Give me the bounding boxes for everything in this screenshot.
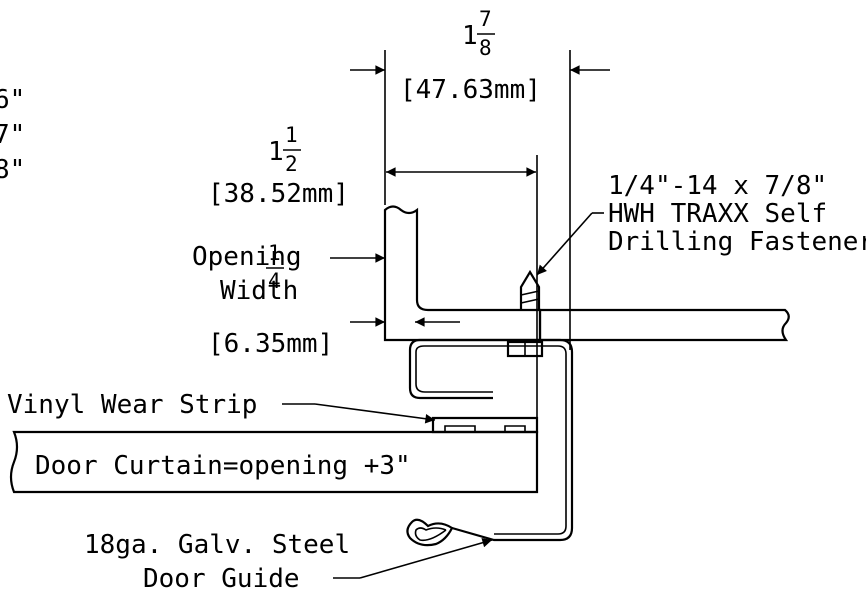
dim-low-num: 1 xyxy=(268,241,281,265)
opening-width-label-2: Width xyxy=(220,276,298,306)
door-guide-label-1: 18ga. Galv. Steel xyxy=(84,530,350,560)
fastener-label-1: 1/4"-14 x 7/8" xyxy=(608,171,827,201)
cutoff-text-2: 7" xyxy=(0,120,25,150)
dim-mid-mm: [38.52mm] xyxy=(208,179,349,209)
guide-clip-bulb xyxy=(406,518,454,547)
fastener-thread-1 xyxy=(520,290,540,296)
dim-mid-num: 1 xyxy=(285,123,298,147)
vinyl-wear-strip-ribs xyxy=(444,425,526,432)
cutoff-text-1: 6" xyxy=(0,85,25,115)
fastener-label-3: Drilling Fasteners. xyxy=(608,227,866,257)
fastener-label-2: HWH TRAXX Self xyxy=(608,199,827,229)
dim-low-den: 4 xyxy=(268,269,281,293)
opening-width-label-1: Opening xyxy=(192,242,302,272)
door-guide-leader-b xyxy=(359,538,493,579)
door-guide-profile xyxy=(408,338,574,542)
door-curtain-label: Door Curtain=opening +3" xyxy=(35,451,411,481)
door-curtain xyxy=(9,430,539,494)
fastener-thread-2 xyxy=(520,298,540,304)
vinyl-strip-leader-b xyxy=(314,403,436,424)
door-guide-inner-edge xyxy=(415,345,567,535)
dim-top-den: 8 xyxy=(479,36,492,60)
guide-clip-inner xyxy=(414,527,447,542)
vinyl-wear-strip xyxy=(431,416,539,434)
dim-mid-whole: 1 xyxy=(268,137,284,167)
door-guide-label-2: Door Guide xyxy=(143,564,300,593)
fastener-leader xyxy=(536,212,593,276)
header-plate-section xyxy=(538,308,790,342)
dim-top-mm: [47.63mm] xyxy=(400,75,541,105)
dim-low-mm: [6.35mm] xyxy=(208,329,333,359)
dim-top-num: 7 xyxy=(479,7,492,31)
vinyl-strip-label: Vinyl Wear Strip xyxy=(7,390,257,420)
dim-mid-den: 2 xyxy=(285,152,298,176)
cutoff-text-3: 8" xyxy=(0,155,25,185)
dim-top-whole: 1 xyxy=(462,21,478,51)
steel-angle-section xyxy=(383,205,542,342)
